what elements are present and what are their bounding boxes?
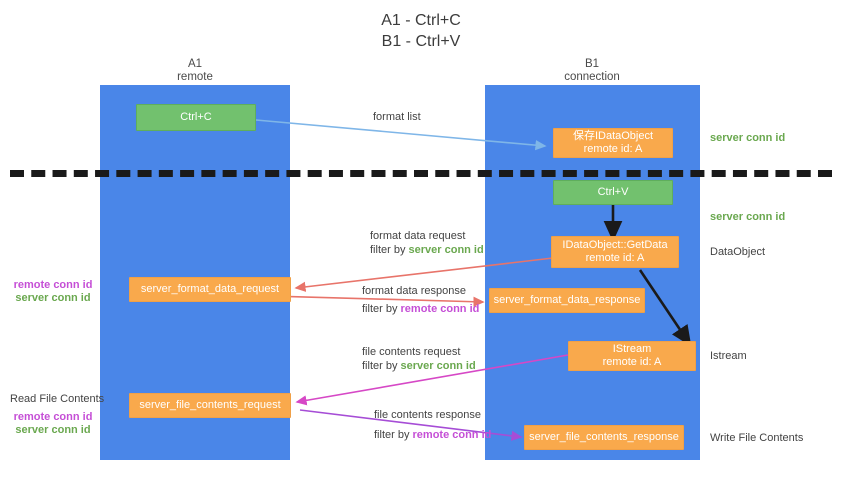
column-b1-sub: connection [564, 71, 620, 83]
node-ctrl-c[interactable]: Ctrl+C [136, 104, 256, 131]
column-header-a1: A1 remote [140, 58, 250, 84]
connector-format-list [255, 119, 547, 151]
filter-key-3: server conn id [400, 360, 476, 372]
security-boundary-divider [10, 170, 832, 177]
node-server-format-data-request-label: server_format_data_request [140, 283, 280, 295]
column-b1-name: B1 [584, 58, 600, 70]
node-save-idataobject-line2: remote id: A [583, 143, 643, 155]
node-ctrl-v[interactable]: Ctrl+V [553, 180, 673, 205]
node-ctrl-v-label: Ctrl+V [597, 186, 629, 198]
filter-prefix-3: filter by [362, 360, 401, 372]
connector-file-contents-response [299, 409, 523, 441]
filter-prefix-1: filter by [370, 244, 409, 256]
edge-filter-file-contents-request: filter by server conn id [362, 359, 476, 373]
left-label-server-conn-id-2: server conn id [15, 424, 91, 436]
column-a1-name: A1 [187, 58, 203, 70]
node-istream[interactable]: IStream remote id: A [568, 341, 696, 371]
edge-filter-file-contents-response: filter by remote conn id [374, 428, 491, 442]
node-server-format-data-response-label: server_format_data_response [493, 294, 641, 306]
connector-getdata-to-istream [638, 269, 692, 347]
edge-filter-format-data-request: filter by server conn id [370, 243, 484, 257]
node-save-idataobject[interactable]: 保存IDataObject remote id: A [553, 128, 673, 158]
column-a1-sub: remote [177, 71, 213, 83]
filter-key-1: server conn id [408, 244, 484, 256]
edge-label-format-data-request: format data request filter by server con… [370, 229, 484, 257]
edge-label-file-contents-request: file contents request filter by server c… [362, 345, 476, 373]
node-save-idataobject-line1: 保存IDataObject [572, 130, 654, 142]
node-server-file-contents-request[interactable]: server_file_contents_request [129, 393, 291, 418]
node-idataobject-getdata[interactable]: IDataObject::GetData remote id: A [551, 236, 679, 268]
title-line-1: A1 - Ctrl+C [381, 12, 461, 29]
left-label-group-file: remote conn id server conn id [8, 411, 98, 437]
node-server-format-data-response[interactable]: server_format_data_response [489, 288, 645, 313]
edge-label-format-data-response-text: format data response [362, 285, 466, 297]
filter-key-2: remote conn id [400, 303, 480, 315]
left-label-read-file-contents: Read File Contents [10, 393, 105, 405]
right-label-server-conn-id-mid: server conn id [710, 211, 786, 223]
column-header-b1: B1 connection [537, 58, 647, 84]
node-istream-line1: IStream [612, 343, 652, 355]
node-server-file-contents-response[interactable]: server_file_contents_response [524, 425, 684, 450]
edge-label-format-list: format list [373, 110, 421, 124]
left-label-remote-conn-id-2: remote conn id [13, 411, 93, 423]
node-idataobject-getdata-line1: IDataObject::GetData [562, 239, 668, 251]
left-label-remote-conn-id-1: remote conn id [13, 279, 93, 291]
diagram-title: A1 - Ctrl+C B1 - Ctrl+V [0, 10, 842, 52]
edge-filter-format-data-response: filter by remote conn id [362, 302, 479, 316]
node-server-file-contents-request-label: server_file_contents_request [139, 399, 281, 411]
title-line-2: B1 - Ctrl+V [381, 33, 461, 50]
node-server-file-contents-response-label: server_file_contents_response [529, 431, 679, 443]
edge-label-format-list-text: format list [373, 111, 421, 123]
edge-label-format-data-response: format data response filter by remote co… [362, 284, 479, 316]
left-label-group-format: remote conn id server conn id [8, 279, 98, 305]
right-label-write-file-contents: Write File Contents [710, 432, 804, 444]
edge-label-file-contents-request-text: file contents request [362, 346, 461, 358]
filter-prefix-4: filter by [374, 429, 413, 441]
node-idataobject-getdata-line2: remote id: A [585, 252, 645, 264]
edge-label-file-contents-response: file contents response filter by remote … [374, 408, 491, 442]
node-istream-line2: remote id: A [602, 356, 662, 368]
connector-file-contents-request [295, 354, 569, 406]
right-label-istream: Istream [710, 350, 747, 362]
connector-format-data-request [294, 257, 554, 292]
right-label-server-conn-id-top: server conn id [710, 132, 786, 144]
right-label-dataobject: DataObject [710, 246, 766, 258]
left-label-server-conn-id-1: server conn id [15, 292, 91, 304]
node-ctrl-c-label: Ctrl+C [180, 111, 212, 123]
filter-key-4: remote conn id [412, 429, 492, 441]
edge-label-file-contents-response-text: file contents response [374, 409, 482, 421]
node-server-format-data-request[interactable]: server_format_data_request [129, 277, 291, 302]
edge-label-format-data-request-text: format data request [370, 230, 466, 242]
filter-prefix-2: filter by [362, 303, 401, 315]
